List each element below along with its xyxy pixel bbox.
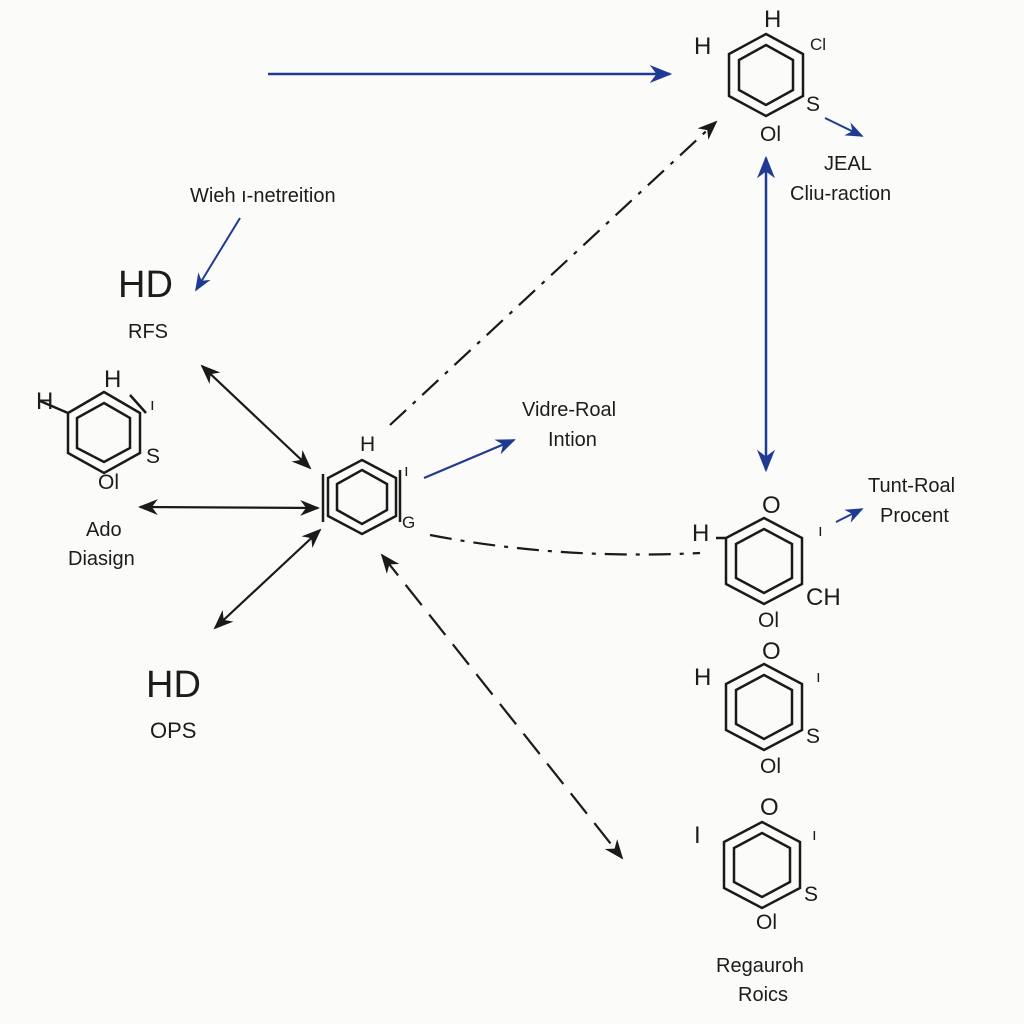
line-dashed-center-to-right1 (429, 533, 701, 556)
atom-label: CH (806, 584, 841, 611)
benzene-ring-left (39, 390, 147, 475)
atom-label: G (402, 513, 416, 532)
atom-label: ı (818, 521, 823, 540)
label-wieh-netreition: Wieh ı-netreition (190, 185, 336, 207)
label-ops: OPS (150, 718, 197, 743)
atom-label: Ol (760, 123, 781, 146)
label-procent: Procent (880, 505, 949, 527)
atom-label: H (104, 366, 122, 393)
label-hd-bottom: HD (146, 664, 201, 706)
atom-label: ı (150, 395, 155, 414)
arrow-right1-small (835, 508, 864, 523)
arrow-center-to-vidre (423, 438, 516, 480)
benzene-ring-top-right (727, 32, 805, 118)
arrow-dashed-center-to-bottom (380, 553, 624, 860)
atom-label: H (360, 433, 376, 456)
label-regauroh: Regauroh (716, 955, 804, 977)
label-intion: Intion (548, 429, 597, 451)
label-ado: Ado (86, 519, 122, 541)
arrow-label-to-hd (195, 217, 241, 292)
atom-label: Cl (810, 35, 827, 54)
atom-label: O (762, 638, 781, 665)
atom-label: H (694, 33, 712, 60)
atom-label: S (146, 445, 161, 468)
atom-label: Ol (760, 755, 781, 778)
arrow-top-right-small (824, 117, 864, 137)
label-hd-top: HD (118, 264, 173, 306)
atom-label: S (806, 725, 821, 748)
atom-label: S (804, 883, 819, 906)
arrow-center-to-ops (213, 528, 322, 630)
label-diasign: Diasign (68, 548, 135, 570)
benzene-ring-center (321, 458, 402, 536)
atom-label: H (764, 6, 782, 33)
benzene-ring-right-2 (724, 662, 804, 752)
label-jeal: JEAL (824, 153, 872, 175)
label-vidre-roal: Vidre-Roal (522, 399, 617, 421)
benzene-ring-right-3 (722, 820, 802, 910)
arrow-center-to-left-mol (138, 499, 320, 516)
atom-label: S (806, 93, 821, 116)
atom-label: H (694, 664, 712, 691)
atom-label: O (760, 794, 779, 821)
atom-label: Ol (758, 609, 779, 632)
atom-label: Ol (98, 471, 119, 494)
arrow-center-to-rfs (200, 364, 312, 470)
atom-label: I (694, 822, 701, 849)
benzene-ring-right-1 (716, 516, 804, 606)
atom-label: ı (404, 461, 409, 480)
atom-label: O (762, 492, 781, 519)
atom-label: H (36, 388, 54, 415)
atom-label: H (692, 520, 710, 547)
atom-label: ı (816, 667, 821, 686)
arrow-dashed-center-to-topright (389, 120, 718, 426)
label-roics: Roics (738, 984, 789, 1006)
label-rfs: RFS (128, 321, 168, 343)
label-tunt-roal: Tunt-Roal (868, 475, 956, 497)
atom-label: ı (812, 825, 817, 844)
label-cliu-raction: Cliu-raction (790, 183, 892, 205)
atom-label: Ol (756, 911, 777, 934)
